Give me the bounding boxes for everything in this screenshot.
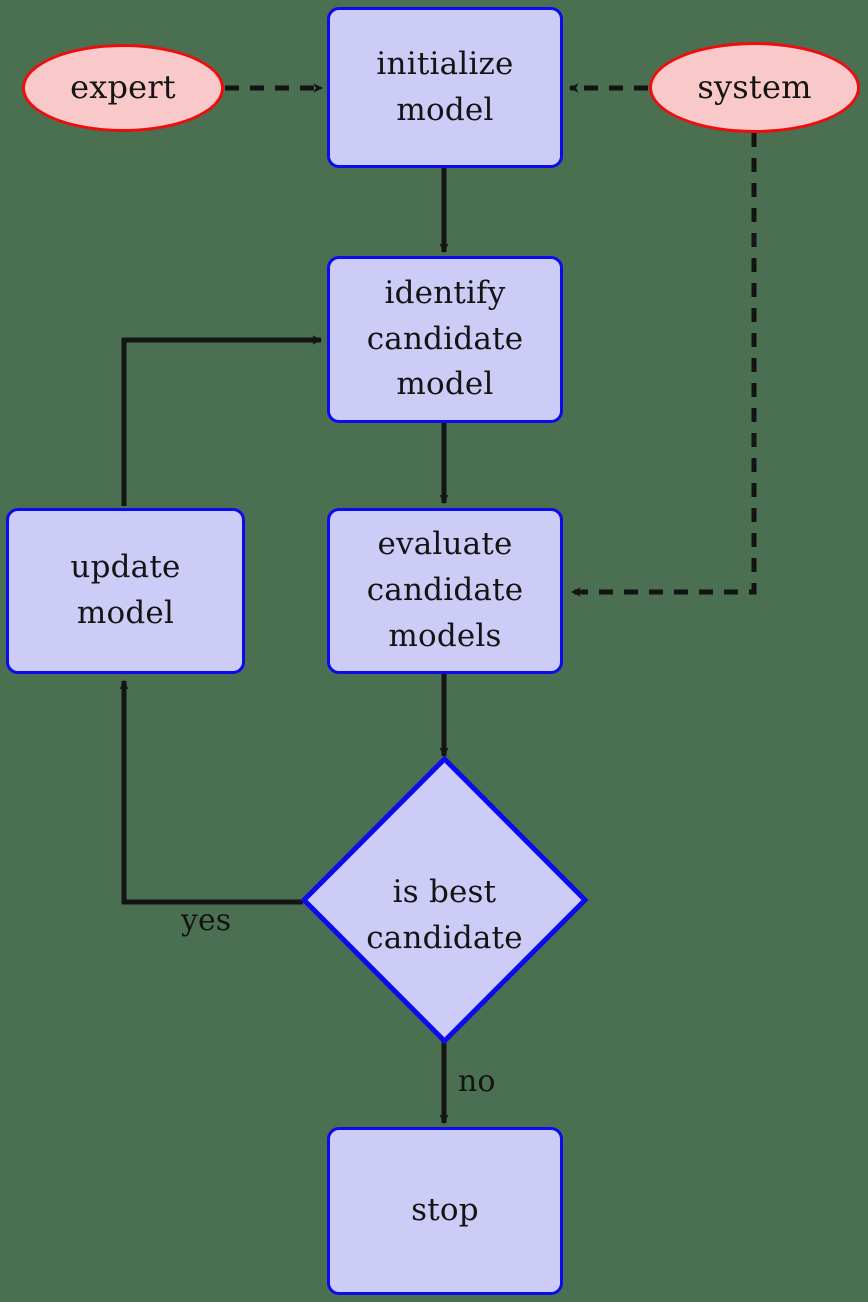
node-stop-label: stop bbox=[411, 1192, 479, 1229]
edge-system-to-evaluate bbox=[570, 133, 757, 597]
node-stop[interactable]: stop bbox=[327, 1127, 563, 1295]
node-update-model-label: update model bbox=[70, 549, 181, 631]
diamond-shape bbox=[300, 755, 589, 1045]
node-expert-label: expert bbox=[70, 68, 176, 107]
node-is-best-candidate-label: is best candidate bbox=[366, 874, 523, 956]
edge-label-no: no bbox=[458, 1064, 496, 1099]
node-identify-candidate-model[interactable]: identify candidate model bbox=[327, 256, 563, 423]
node-evaluate-candidate-models-label: evaluate candidate models bbox=[366, 526, 524, 654]
node-expert[interactable]: expert bbox=[22, 44, 224, 132]
node-identify-candidate-model-label: identify candidate model bbox=[366, 274, 524, 403]
edge-label-yes: yes bbox=[181, 903, 232, 938]
edge-update-to-identify bbox=[121, 335, 323, 506]
edge-decision-to-update bbox=[119, 679, 303, 905]
node-system[interactable]: system bbox=[649, 42, 860, 133]
node-system-label: system bbox=[697, 67, 812, 106]
node-is-best-candidate[interactable]: is best candidate bbox=[300, 755, 589, 1045]
node-evaluate-candidate-models[interactable]: evaluate candidate models bbox=[327, 508, 563, 674]
node-initialize-model-label: initialize model bbox=[376, 45, 514, 128]
node-update-model[interactable]: update model bbox=[6, 508, 245, 674]
node-initialize-model[interactable]: initialize model bbox=[327, 7, 563, 168]
